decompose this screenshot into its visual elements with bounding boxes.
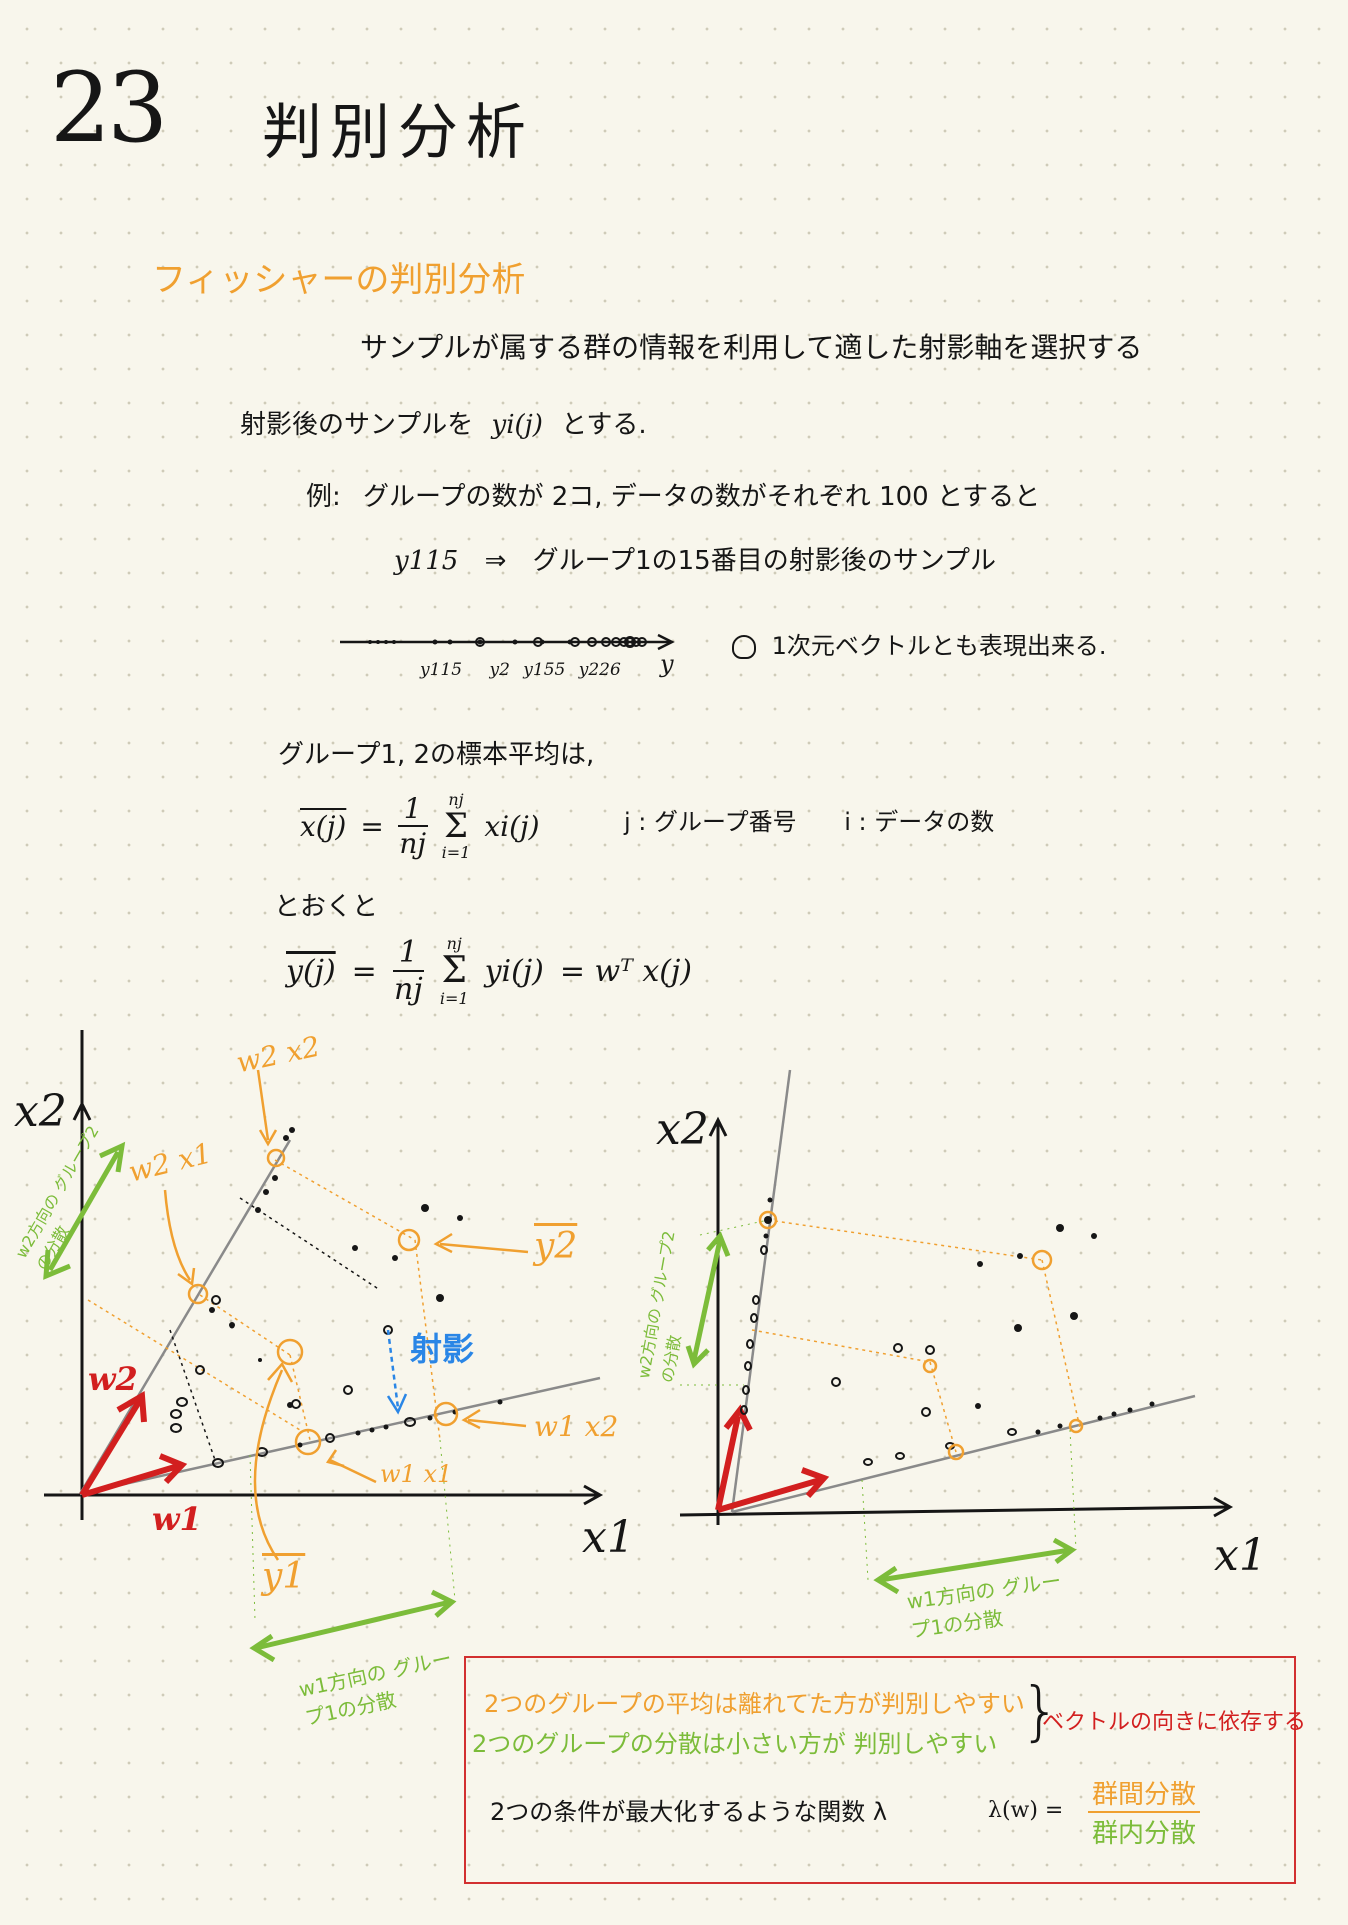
sample-mean-legend: j : グループ番号 i : データの数 [624,802,994,837]
lambda-fraction: 群間分散 群内分散 [1088,1774,1201,1850]
fraction-denominator: nj [399,827,427,860]
summary-brace: } [1020,1675,1061,1749]
example-arrow: ⇒ [484,546,507,576]
projected-sample-symbol: yi(j) [491,410,543,440]
example-explanation: グループ1の15番目の射影後のサンプル [532,546,996,576]
section-heading: フィッシャーの判別分析 [152,260,526,300]
sum-symbol: nj Σ i=1 [439,934,469,1008]
example-line: 例: グループの数が 2コ, データの数がそれぞれ 100 とすると [306,476,1040,513]
projected-sample-line: 射影後のサンプルを yi(j) とする. [240,404,647,441]
lambda-numerator: 群間分散 [1088,1774,1201,1813]
note-text: 1次元ベクトルとも表現出来る. [771,632,1107,660]
sum-symbol: nj Σ i=1 [441,790,471,862]
sample-mean-intro: グループ1, 2の標本平均は, [278,740,595,770]
fraction-numerator: 1 [392,935,424,972]
fraction-denominator: nj [394,972,423,1007]
legend-i: i : データの数 [844,808,995,836]
lightbulb-icon [732,635,756,659]
example-text: グループの数が 2コ, データの数がそれぞれ 100 とすると [363,482,1041,512]
lambda-denominator: 群内分散 [1092,1819,1197,1849]
projected-sample-suffix: とする. [561,410,647,440]
label-y1: y1 [262,1556,306,1597]
fraction-numerator: 1 [397,792,428,827]
left-w2-label: w2 [88,1360,138,1398]
sum-top: nj [448,790,464,809]
label-w1-x1: w1 x1 [380,1460,453,1488]
page-number: 23 [50,52,168,164]
projected-mean-lhs: y(j) [286,953,336,989]
point-label: y115 [420,660,463,680]
left-axis-x2: x2 [14,1086,67,1137]
label-w1-x2: w1 x2 [534,1410,619,1443]
one-dimensional-axis [340,633,675,651]
projected-mean-term: yi(j) [484,953,544,989]
sum-top: nj [446,934,462,953]
sum-bottom: i=1 [439,989,469,1008]
label-projection: 射影 [410,1330,475,1368]
sample-mean-eq: = [360,809,384,843]
number-line-point-labels: y115 y2 y155 y226 [420,660,621,680]
note-line: 1次元ベクトルとも表現出来る. [732,626,1107,661]
projected-mean-eq: = [351,953,377,989]
sample-mean-fraction: 1 nj [397,792,428,860]
point-label: y155 [523,660,566,680]
left-w1-label: w1 [152,1500,202,1538]
example-symbol: y115 [394,546,459,576]
sample-mean-formula: x(j) = 1 nj nj Σ i=1 xi(j) [300,790,540,862]
projected-mean-fraction: 1 nj [392,935,424,1007]
summary-box: 2つのグループの平均は離れてた方が判別しやすい 2つのグループの分散は小さい方が… [464,1656,1306,1884]
sample-mean-lhs: x(j) [300,809,347,843]
example-label: 例: [306,482,341,512]
projected-mean-rhs: = wᵀ x(j) [559,953,692,989]
point-label: y2 [489,660,510,680]
page-title: 判別分析 [262,98,534,168]
right-axis-x1: x1 [1214,1530,1267,1581]
label-y2: y2 [534,1226,578,1267]
summary-conclusion: 2つの条件が最大化するような関数 λ [490,1798,888,1826]
summary-depends: ベクトルの向きに依存する [1042,1710,1307,1735]
sample-mean-term: xi(j) [484,809,540,843]
left-projection-diagram [43,1030,604,1663]
summary-line-2: 2つのグループの分散は小さい方が 判別しやすい [472,1730,998,1758]
right-axis-x2: x2 [656,1104,709,1155]
point-label: y226 [578,660,621,680]
right-projection-diagram [679,1069,1234,1595]
sum-bottom: i=1 [441,843,471,862]
projected-mean-intro: とおくと [274,892,379,922]
intro-text: サンプルが属する群の情報を利用して適した射影軸を選択する [360,331,1143,364]
summary-line-1: 2つのグループの平均は離れてた方が判別しやすい [484,1690,1025,1718]
example-symbol-line: y115 ⇒ グループ1の15番目の射影後のサンプル [394,540,996,577]
number-line-axis-label: y [660,650,674,678]
legend-j: j : グループ番号 [624,808,797,836]
lambda-lhs: λ(w) = [988,1798,1064,1823]
projected-sample-prefix: 射影後のサンプルを [240,410,474,440]
left-axis-x1: x1 [582,1512,635,1563]
projected-mean-formula: y(j) = 1 nj nj Σ i=1 yi(j) = wᵀ x(j) [286,934,692,1008]
